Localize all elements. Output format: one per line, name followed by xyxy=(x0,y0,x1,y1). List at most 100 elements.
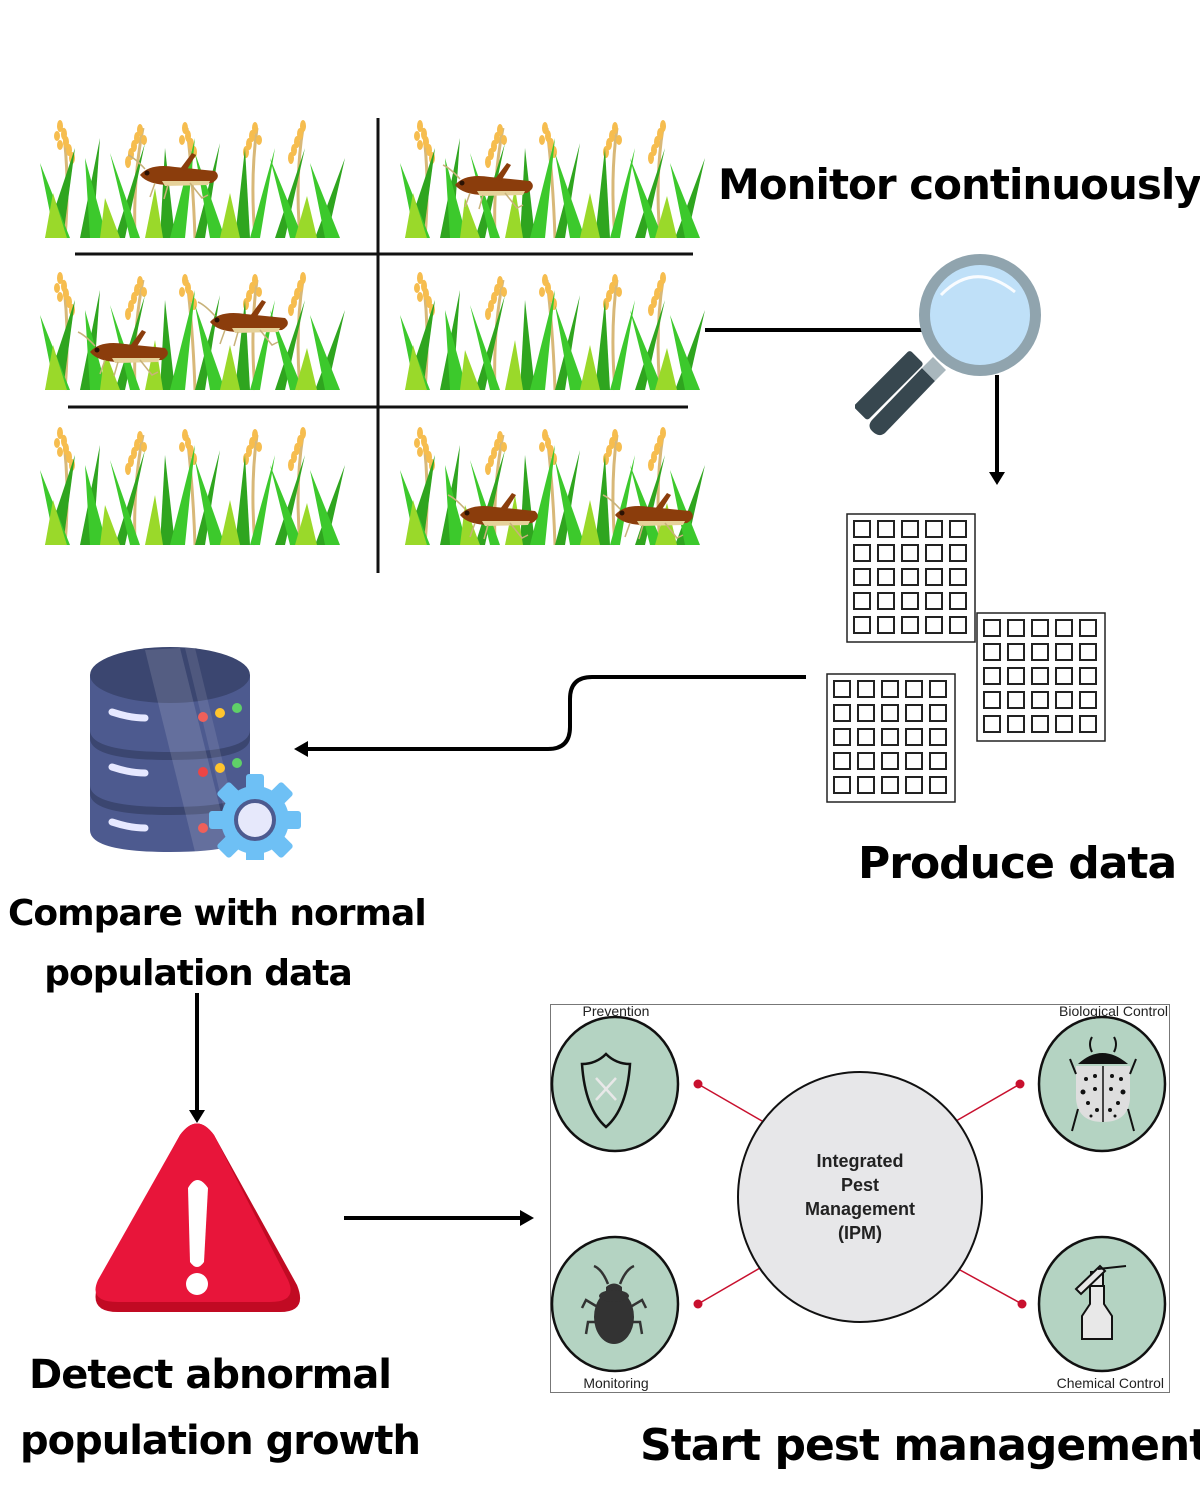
data-cell xyxy=(877,520,895,538)
data-cell xyxy=(1079,715,1097,733)
data-cell xyxy=(929,728,947,746)
data-cell xyxy=(949,616,967,634)
data-cell xyxy=(925,520,943,538)
data-cell xyxy=(1007,643,1025,661)
data-cell xyxy=(881,776,899,794)
data-cell xyxy=(1079,619,1097,637)
data-cell xyxy=(905,776,923,794)
data-cell xyxy=(1007,667,1025,685)
data-cell xyxy=(925,616,943,634)
step-label-compare: Compare with normal population data xyxy=(8,884,427,1004)
ipm-diagram: Integrated Pest Management (IPM) Prevent… xyxy=(550,1004,1170,1393)
data-cell xyxy=(949,568,967,586)
data-cell xyxy=(949,544,967,562)
connector-dot xyxy=(693,1299,703,1309)
step-label-detect-line1: Detect abnormal xyxy=(28,1352,392,1398)
ipm-monitoring: Monitoring xyxy=(550,1235,680,1391)
ipm-label-monitoring: Monitoring xyxy=(583,1375,648,1391)
data-cell xyxy=(983,691,1001,709)
ipm-biological-control: Biological Control xyxy=(1037,1004,1168,1153)
data-cell xyxy=(1079,691,1097,709)
step-label-compare-line1: Compare with normal xyxy=(8,893,427,934)
data-cell xyxy=(1055,619,1073,637)
ipm-center-line4: (IPM) xyxy=(838,1223,882,1243)
data-cell xyxy=(983,715,1001,733)
data-cell xyxy=(905,752,923,770)
data-cell xyxy=(877,568,895,586)
data-cell xyxy=(833,752,851,770)
ipm-label-chemical-control: Chemical Control xyxy=(1057,1375,1164,1391)
data-cell xyxy=(857,776,875,794)
data-cell xyxy=(881,704,899,722)
data-cell xyxy=(949,520,967,538)
shield-icon xyxy=(580,1052,632,1129)
data-cell xyxy=(1031,643,1049,661)
field-grid xyxy=(38,118,707,573)
step-label-detect: Detect abnormal population growth xyxy=(20,1342,421,1474)
data-cell xyxy=(881,680,899,698)
ipm-center-line3: Management xyxy=(805,1199,915,1219)
data-cell xyxy=(881,728,899,746)
step-label-start-pest-management: Start pest management xyxy=(640,1420,1200,1471)
ladybug-icon xyxy=(1069,1036,1137,1132)
data-cell xyxy=(1007,715,1025,733)
arrowhead-right-icon xyxy=(520,1210,534,1226)
step-label-compare-line2: population data xyxy=(44,953,353,994)
data-cell xyxy=(853,520,871,538)
data-cell xyxy=(1055,715,1073,733)
data-cell xyxy=(901,568,919,586)
data-cell xyxy=(905,728,923,746)
data-cell xyxy=(1007,619,1025,637)
data-cell xyxy=(905,680,923,698)
data-cell xyxy=(853,616,871,634)
data-cell xyxy=(901,520,919,538)
data-cell xyxy=(983,643,1001,661)
arrowhead-down-icon xyxy=(189,1110,205,1123)
data-cell xyxy=(949,592,967,610)
arrowhead-down-icon xyxy=(989,472,1005,485)
data-sheet xyxy=(826,673,956,803)
ipm-center-circle xyxy=(737,1071,983,1323)
data-cell xyxy=(1079,667,1097,685)
data-cell xyxy=(1055,667,1073,685)
data-cell xyxy=(929,680,947,698)
ipm-chemical-control: Chemical Control xyxy=(1037,1235,1167,1391)
data-cell xyxy=(857,680,875,698)
exclamation-icon xyxy=(188,1180,208,1267)
data-cell xyxy=(1031,619,1049,637)
data-cell xyxy=(833,704,851,722)
connector-dot xyxy=(693,1079,703,1089)
data-cell xyxy=(857,752,875,770)
data-cell xyxy=(1031,715,1049,733)
ipm-label-prevention: Prevention xyxy=(583,1004,650,1019)
step-label-monitor: Monitor continuously xyxy=(718,160,1200,209)
data-cell xyxy=(857,704,875,722)
data-cell xyxy=(877,616,895,634)
step-label-produce-data: Produce data xyxy=(858,838,1177,889)
beetle-icon xyxy=(580,1264,648,1344)
data-cell xyxy=(877,544,895,562)
data-cell xyxy=(881,752,899,770)
ipm-prevention: Prevention xyxy=(550,1004,680,1153)
step-label-detect-line2: population growth xyxy=(20,1418,421,1464)
database-gear-icon xyxy=(90,647,301,860)
data-cell xyxy=(833,680,851,698)
data-cell xyxy=(925,568,943,586)
data-cell xyxy=(925,544,943,562)
ipm-center-line1: Integrated xyxy=(816,1151,903,1171)
ipm-center-line2: Pest xyxy=(841,1175,879,1195)
spray-bottle-icon xyxy=(1074,1264,1127,1340)
data-cell xyxy=(929,776,947,794)
connector-dot xyxy=(1017,1299,1027,1309)
data-cell xyxy=(853,568,871,586)
warning-triangle-icon xyxy=(95,1123,301,1312)
data-cell xyxy=(833,776,851,794)
magnifying-glass-icon xyxy=(855,254,1041,436)
ipm-label-biological-control: Biological Control xyxy=(1059,1004,1168,1019)
data-sheet xyxy=(976,612,1106,742)
data-cell xyxy=(1031,691,1049,709)
data-cell xyxy=(853,592,871,610)
data-cell xyxy=(901,616,919,634)
data-cell xyxy=(1031,667,1049,685)
